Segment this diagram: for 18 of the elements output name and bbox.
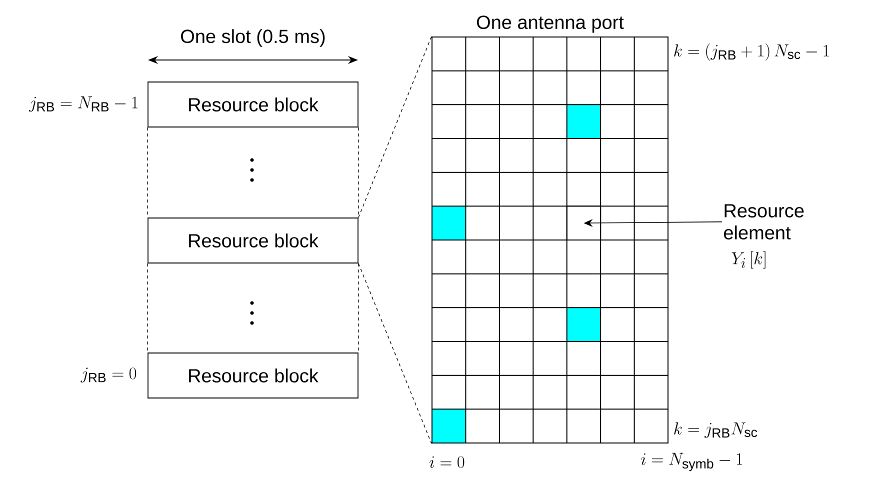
- formula-label: $i = 0$: [430, 456, 464, 468]
- formula-label: $i = N_{\mathrm{symb}} - 1$: [641, 452, 742, 472]
- dimension-label: One slot (0.5 ms): [181, 29, 325, 47]
- grid-cell: [566, 206, 602, 240]
- zoom-line: [358, 263, 432, 444]
- zoom-line: [358, 36, 432, 218]
- formula-label: $j_{\mathrm{RB}} = 0$: [80, 368, 136, 383]
- resource-block-box: Resource block: [148, 218, 358, 264]
- dashed-line: [358, 263, 359, 353]
- callout-text: Resource element $Y_{i}\left[k\right]$: [724, 204, 804, 268]
- formula-label: $k = \left(j_{\mathrm{RB}} + 1\right) N_{\mathrm{sc}} - 1$: [674, 43, 829, 61]
- resource-grid: One antenna port: [432, 16, 668, 444]
- resource-block-box: Resource block: [148, 352, 358, 398]
- resource-block-box: Resource block: [148, 82, 358, 128]
- dashed-line: [147, 263, 148, 353]
- formula-label: $k = j_{\mathrm{RB}} N_{\mathrm{sc}}$: [674, 422, 758, 438]
- formula-label: $j_{\mathrm{RB}} = N_{\mathrm{RB}} - 1$: [29, 96, 138, 112]
- node-label: One antenna port: [476, 16, 624, 33]
